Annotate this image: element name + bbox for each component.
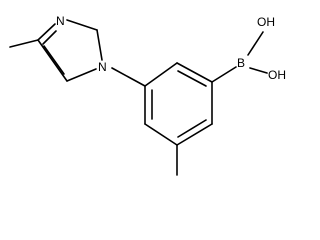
bond-n1-phenyl [111,67,146,87]
bond-n1-c5 [66,68,97,82]
atom-oh-lower: OH [268,68,286,82]
bond-boron-oh-upper [247,31,264,56]
bond-c5-c4-double [43,45,65,75]
bond-n3-c2 [66,19,98,31]
bond-boron-oh-lower [249,67,268,74]
bond-ring-a [144,62,178,87]
bond-ring-e [144,123,178,146]
bond-c4-n3-double [42,30,57,45]
molecule-structure: N N B OH OH [9,14,286,176]
bond-ring-d [176,123,213,146]
atom-n-imine: N [56,14,65,28]
bond-c4-n3 [37,23,56,41]
bond-methyl-imidazole [9,39,39,48]
bond-ring-d-double [177,119,207,138]
bond-c5-c4 [37,39,68,82]
bond-ring-b [176,62,213,83]
bond-c2-n1 [96,29,103,61]
atom-oh-upper: OH [257,15,275,29]
bond-ring-boron [211,66,237,83]
bond-ring-b-double [177,70,207,87]
atom-n-ring: N [98,60,107,74]
atom-boron: B [237,56,245,70]
structure-canvas: N N B OH OH [9,14,286,176]
